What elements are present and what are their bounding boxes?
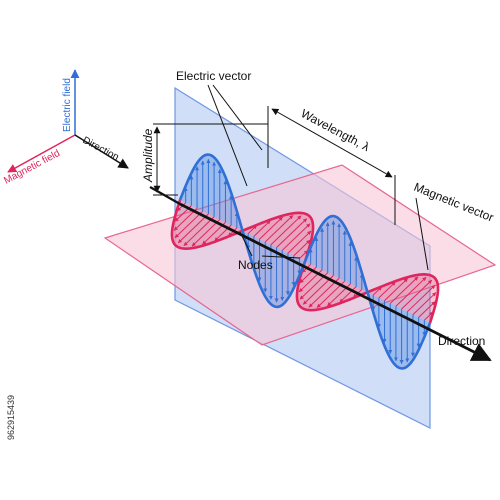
magnetic-field-axis: [7, 134, 76, 173]
magnetic-vector-arrow: [423, 311, 434, 321]
amplitude-annotation: Amplitude: [141, 123, 268, 196]
magnetic-vector-arrow: [264, 215, 294, 243]
magnetic-vector-label: Magnetic vector: [412, 180, 496, 225]
direction-axis: [74, 134, 129, 169]
magnetic-vector-arrow: [174, 210, 204, 239]
magnetic-vector-arrow: [389, 276, 419, 304]
magnetic-vector-arrow: [339, 286, 357, 303]
magnetic-vector-arrow: [384, 278, 408, 302]
magnetic-vector-arrow: [406, 284, 436, 313]
magnetic-vector-arrow: [177, 213, 209, 244]
nodes-annotation: Nodes: [238, 231, 301, 272]
electric-wave: [178, 153, 432, 370]
magnetic-vector-arrow: [302, 275, 334, 305]
magnetic-vector-arrow: [298, 250, 309, 260]
magnetic-vector-arrow: [259, 216, 283, 240]
magnetic-vector-arrow: [378, 281, 396, 299]
magnetic-vector-arrow: [395, 276, 427, 307]
magnetic-vector-arrow: [270, 215, 302, 246]
magnetic-vector-arrow: [281, 223, 311, 251]
direction-label: Direction: [438, 334, 485, 348]
magnetic-vector-arrow: [183, 216, 215, 247]
magnetic-field-label: Magnetic field: [2, 148, 62, 187]
electric-vector-annotation: Electric vector: [176, 69, 263, 187]
amplitude-label: Amplitude: [141, 128, 155, 183]
magnetic-vector-arrow: [412, 292, 437, 315]
direction-legend-label: Direction: [81, 135, 121, 163]
electric-wave-curve: [178, 153, 432, 370]
magnetic-vector-arrow: [191, 219, 221, 247]
electric-field-label: Electric field: [62, 78, 73, 132]
nodes-label: Nodes: [238, 258, 273, 272]
propagation-axis: [179, 202, 492, 362]
magnetic-vector-arrow: [293, 239, 311, 257]
stock-id: 962915439: [6, 395, 16, 440]
magnetic-vector-arrow: [253, 220, 271, 237]
axis-legend: Electric field Magnetic field Direction: [2, 69, 129, 187]
magnetic-vector-arrow: [287, 230, 312, 254]
electric-vector-arrows: [183, 158, 427, 365]
magnetic-vector-arrow: [418, 301, 436, 318]
electric-vector-label: Electric vector: [176, 69, 251, 83]
magnetic-vector-arrow: [276, 218, 308, 248]
magnetic-vector-arrow: [176, 202, 187, 212]
magnetic-vector-arrow: [401, 279, 433, 310]
